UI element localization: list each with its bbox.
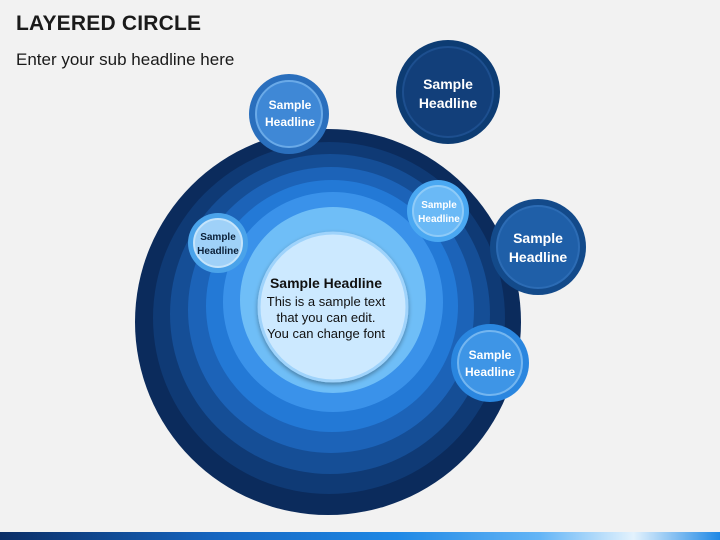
node-bottom-right: Sample Headline (451, 324, 529, 402)
node-top-left-disc (255, 80, 323, 148)
slide-title: LAYERED CIRCLE (16, 12, 202, 35)
node-left-disc (193, 218, 243, 268)
node-label: Sample (421, 200, 457, 211)
node-label: Headline (197, 246, 239, 257)
node-label: Headline (418, 214, 460, 225)
node-label: Sample (269, 98, 312, 112)
center-line-1: This is a sample text (267, 294, 386, 309)
center-heading: Sample Headline (270, 275, 382, 291)
node-right: Sample Headline (490, 199, 586, 295)
node-label: Sample (200, 232, 236, 243)
node-top-right: Sample Headline (396, 40, 500, 144)
node-label: Headline (419, 95, 478, 111)
center-line-2: that you can edit. (276, 310, 375, 325)
node-label: Headline (509, 249, 568, 265)
node-inner-right: Sample Headline (407, 180, 469, 242)
center-circle (257, 231, 409, 383)
node-label: Sample (469, 348, 512, 362)
center-text: Sample Headline This is a sample text th… (267, 275, 386, 341)
slide-subtitle: Enter your sub headline here (16, 50, 235, 69)
node-inner-right-disc (412, 185, 464, 237)
node-top-right-disc (402, 46, 494, 138)
node-label: Headline (265, 115, 315, 129)
node-label: Headline (465, 365, 515, 379)
node-label: Sample (513, 230, 563, 246)
node-label: Sample (423, 76, 473, 92)
center-line-3: You can change font (267, 326, 385, 341)
node-top-left: Sample Headline (249, 74, 329, 154)
node-bottom-right-disc (457, 330, 523, 396)
node-left: Sample Headline (188, 213, 248, 273)
footer-gradient-bar (0, 532, 720, 540)
node-right-disc (496, 205, 580, 289)
